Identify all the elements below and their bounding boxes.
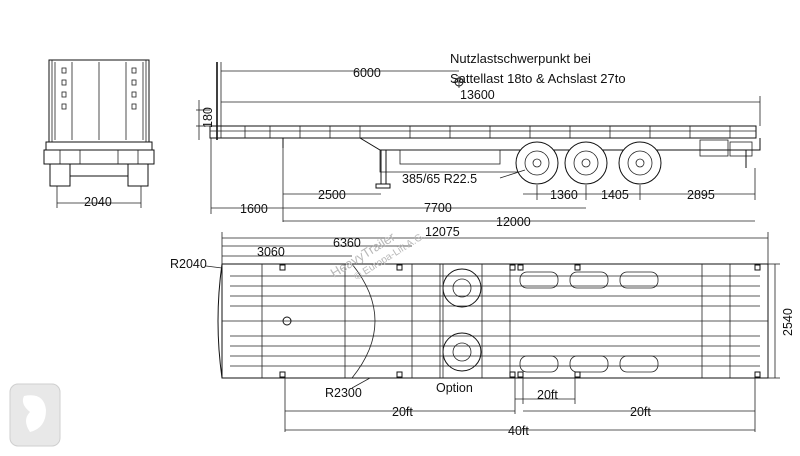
dim-13600: 13600 [460, 88, 495, 102]
cog-note-line2: Sattellast 18to & Achslast 27to [450, 71, 626, 86]
container-20ft-label-c: 20ft [630, 405, 651, 419]
container-20ft-label-a: 20ft [537, 388, 558, 402]
dim-2500: 2500 [318, 188, 346, 202]
dim-12075: 12075 [425, 225, 460, 239]
dim-12000: 12000 [496, 215, 531, 229]
dim-1405: 1405 [601, 188, 629, 202]
dim-2895: 2895 [687, 188, 715, 202]
cog-note-line1: Nutzlastschwerpunkt bei [450, 51, 591, 66]
radius-r2300: R2300 [325, 386, 362, 400]
dim-3060: 3060 [257, 245, 285, 259]
rear-view: 2040 [43, 59, 155, 209]
dim-6360: 6360 [333, 236, 361, 250]
dim-7700: 7700 [424, 201, 452, 215]
option-label: Option [436, 381, 473, 395]
tire-size-label: 385/65 R22.5 [402, 172, 477, 186]
dim-1600: 1600 [240, 202, 268, 216]
dim-2540: 2540 [781, 308, 795, 336]
logo-badge-icon [9, 383, 61, 447]
dim-6000: 6000 [353, 66, 381, 80]
side-view: 180 6000 Nutzlastschwerpunkt bei Sattell… [196, 51, 761, 229]
radius-r2040: R2040 [170, 257, 207, 271]
dim-180: 180 [201, 107, 215, 128]
container-20ft-label-b: 20ft [392, 405, 413, 419]
container-40ft-label: 40ft [508, 424, 529, 438]
top-view: 12075 6360 3060 R2040 2540 R2300 Option … [170, 225, 795, 438]
dim-2040: 2040 [84, 195, 112, 209]
dim-1360: 1360 [550, 188, 578, 202]
